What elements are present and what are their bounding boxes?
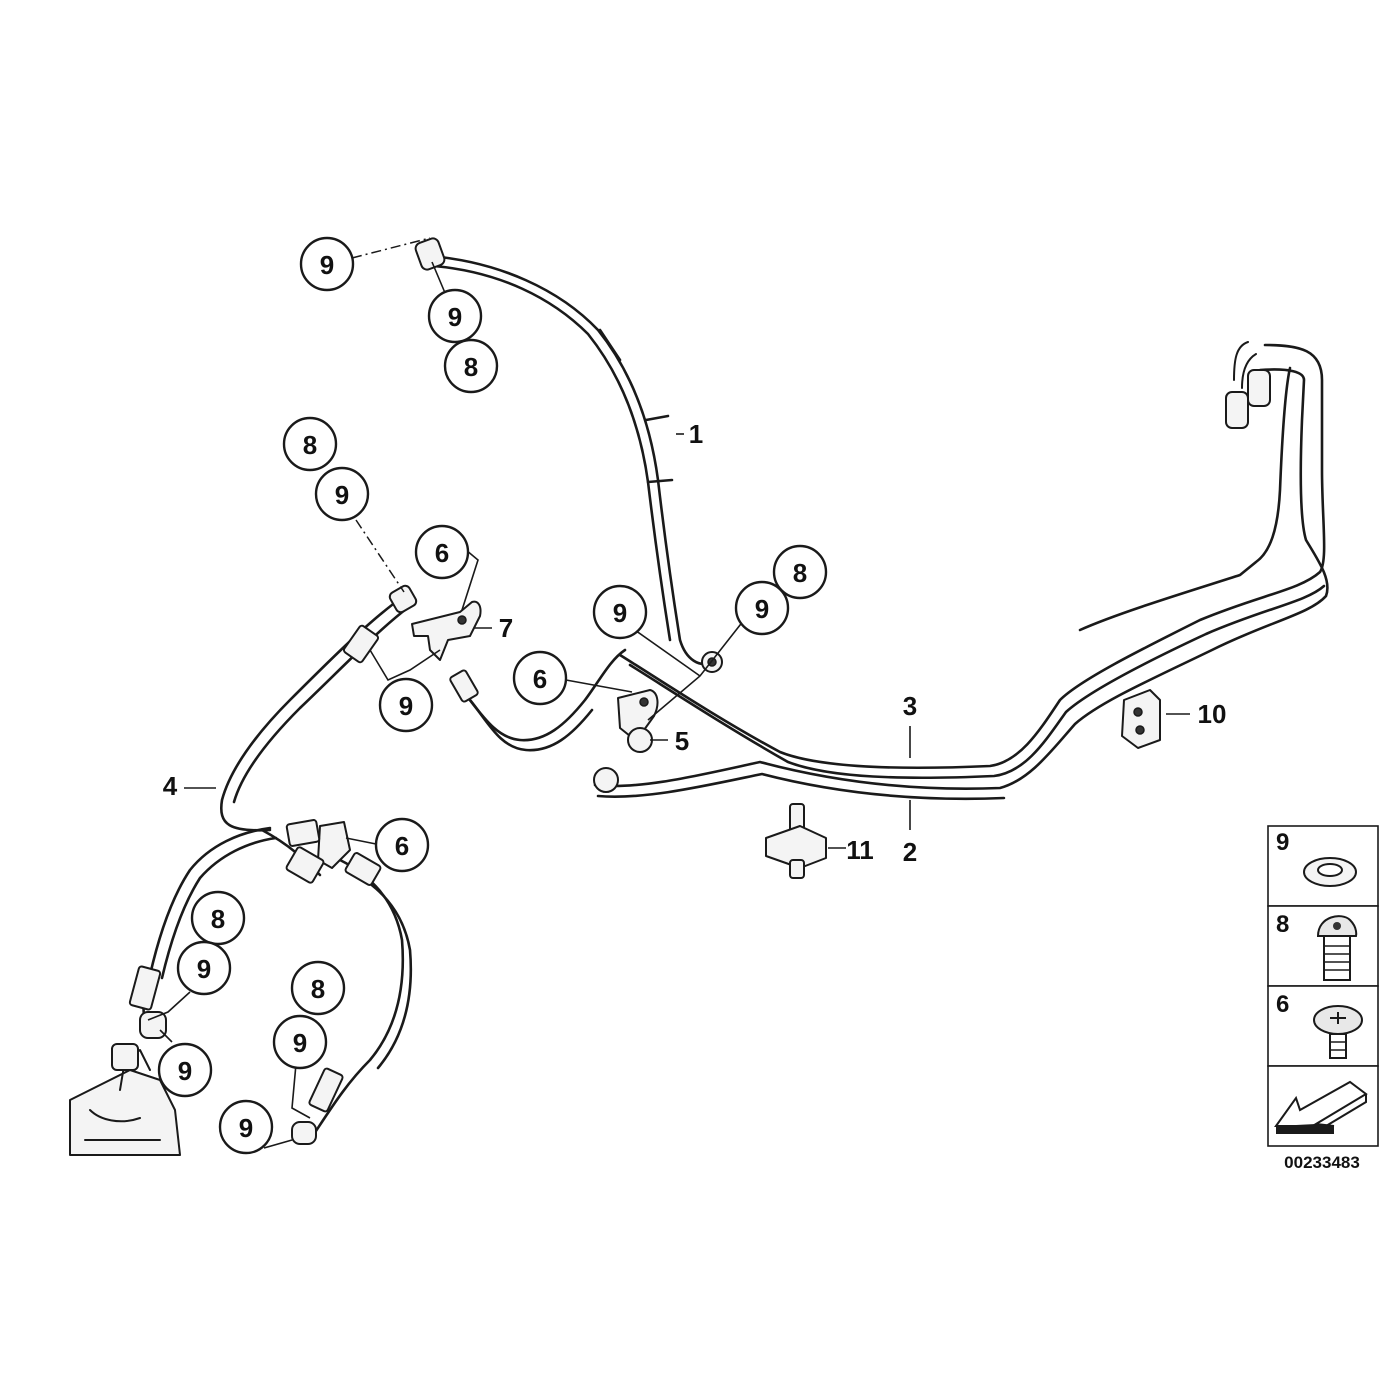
washer-icon bbox=[1303, 857, 1357, 887]
part-label-4[interactable]: 4 bbox=[163, 771, 178, 801]
callout-8-top-hose[interactable]: 8 bbox=[443, 338, 499, 394]
svg-text:6: 6 bbox=[395, 831, 409, 861]
svg-text:6: 6 bbox=[435, 538, 449, 568]
hose-lines bbox=[142, 254, 1329, 1142]
callout-9-lower-left[interactable]: 9 bbox=[176, 940, 232, 996]
svg-text:8: 8 bbox=[211, 904, 225, 934]
callout-9-left[interactable]: 9 bbox=[314, 466, 370, 522]
callout-8-lower-left[interactable]: 8 bbox=[190, 890, 246, 946]
callout-9-below-hose4[interactable]: 9 bbox=[378, 677, 434, 733]
svg-text:8: 8 bbox=[793, 558, 807, 588]
callout-9-center[interactable]: 9 bbox=[592, 584, 648, 640]
callout-6-bracket7[interactable]: 6 bbox=[414, 524, 470, 580]
svg-text:9: 9 bbox=[178, 1056, 192, 1086]
part-label-2[interactable]: 2 bbox=[903, 837, 917, 867]
svg-text:9: 9 bbox=[399, 691, 413, 721]
callout-8-left[interactable]: 8 bbox=[282, 416, 338, 472]
legend-label-6: 6 bbox=[1276, 991, 1289, 1018]
svg-text:8: 8 bbox=[311, 974, 325, 1004]
callout-8-lower-right[interactable]: 8 bbox=[290, 960, 346, 1016]
fittings bbox=[69, 237, 1271, 1156]
callout-9-caliper[interactable]: 9 bbox=[157, 1042, 213, 1098]
callout-6-lower[interactable]: 6 bbox=[374, 817, 430, 873]
leader-lines bbox=[147, 237, 1190, 1149]
svg-text:9: 9 bbox=[197, 954, 211, 984]
svg-text:6: 6 bbox=[533, 664, 547, 694]
part-label-11[interactable]: 11 bbox=[846, 835, 874, 865]
svg-text:9: 9 bbox=[293, 1028, 307, 1058]
callout-9-lower-right[interactable]: 9 bbox=[272, 1014, 328, 1070]
part-label-3[interactable]: 3 bbox=[903, 691, 917, 721]
svg-text:8: 8 bbox=[464, 352, 478, 382]
callout-9-top[interactable]: 9 bbox=[299, 236, 355, 292]
callout-9-top-hose[interactable]: 9 bbox=[427, 288, 483, 344]
part-label-7[interactable]: 7 bbox=[499, 613, 513, 643]
part-label-10[interactable]: 10 bbox=[1198, 699, 1227, 729]
legend: 9 8 6 00233483 bbox=[1267, 825, 1379, 1172]
svg-text:9: 9 bbox=[448, 302, 462, 332]
svg-text:9: 9 bbox=[335, 480, 349, 510]
svg-text:9: 9 bbox=[755, 594, 769, 624]
screw-icon bbox=[1313, 1005, 1363, 1059]
svg-text:8: 8 bbox=[303, 430, 317, 460]
callout-8-right-hose1[interactable]: 8 bbox=[772, 544, 828, 600]
callouts: 9 9 8 8 9 6 9 6 9 9 8 6 8 9 9 8 9 9 bbox=[157, 236, 828, 1155]
diagram-reference-number: 00233483 bbox=[1284, 1153, 1360, 1172]
part-label-1[interactable]: 1 bbox=[689, 419, 703, 449]
part-numbers: 1 2 3 4 5 7 10 11 bbox=[163, 419, 1227, 867]
legend-label-9: 9 bbox=[1276, 829, 1289, 856]
direction-arrow-icon bbox=[1274, 1080, 1368, 1134]
svg-text:9: 9 bbox=[320, 250, 334, 280]
banjo-bolt-icon bbox=[1316, 915, 1358, 981]
callout-9-bottom[interactable]: 9 bbox=[218, 1099, 274, 1155]
svg-text:9: 9 bbox=[613, 598, 627, 628]
svg-text:9: 9 bbox=[239, 1113, 253, 1143]
part-label-5[interactable]: 5 bbox=[675, 726, 689, 756]
callout-6-bracket5[interactable]: 6 bbox=[512, 650, 568, 706]
callout-9-right-hose1[interactable]: 9 bbox=[734, 580, 790, 636]
legend-label-8: 8 bbox=[1276, 911, 1289, 938]
